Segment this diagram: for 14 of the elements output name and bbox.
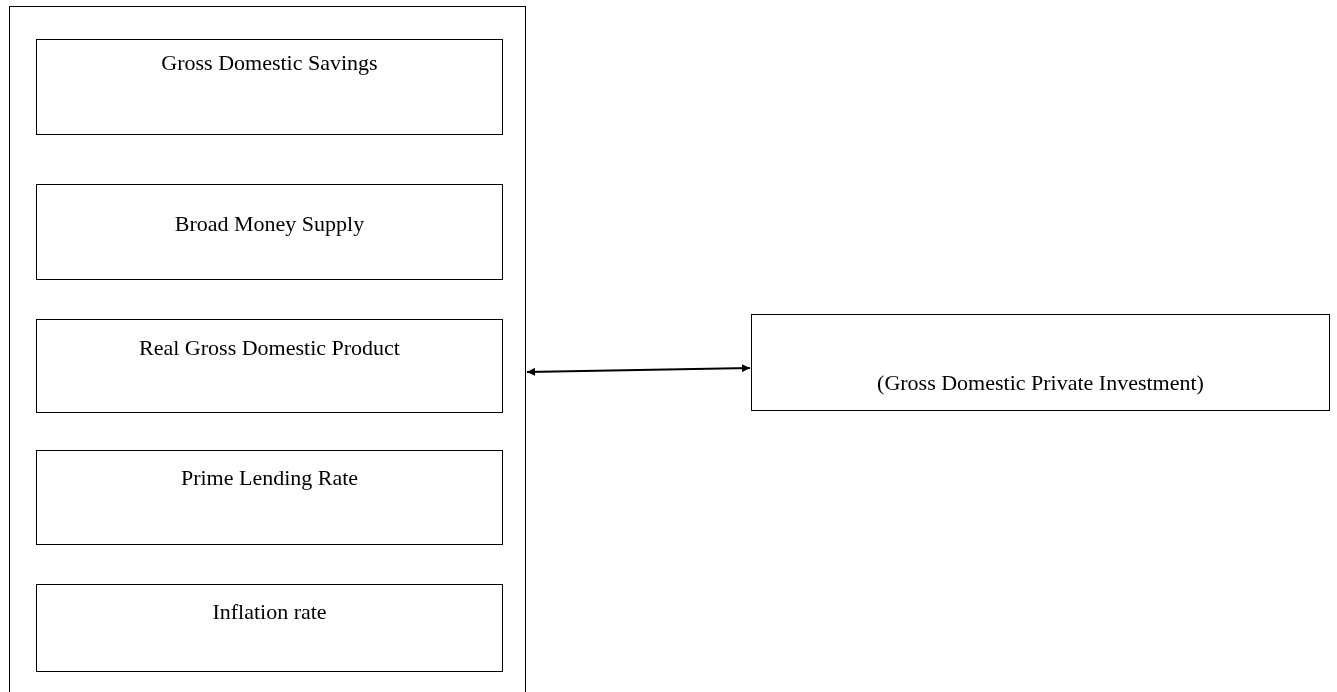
box-label: Gross Domestic Savings	[161, 50, 378, 76]
variable-box	[36, 584, 503, 672]
variable-box	[36, 450, 503, 545]
box-label: (Gross Domestic Private Investment)	[877, 370, 1204, 396]
box-label: Inflation rate	[212, 599, 327, 625]
group-box	[9, 6, 526, 692]
box-label: Broad Money Supply	[174, 211, 365, 237]
variable-box	[36, 319, 503, 413]
variable-box	[36, 39, 503, 135]
box-label: Real Gross Domestic Product	[139, 335, 400, 361]
variable-box	[36, 184, 503, 280]
variable-box	[751, 314, 1330, 411]
box-label: Prime Lending Rate	[180, 465, 359, 491]
double-arrow	[526, 364, 751, 376]
